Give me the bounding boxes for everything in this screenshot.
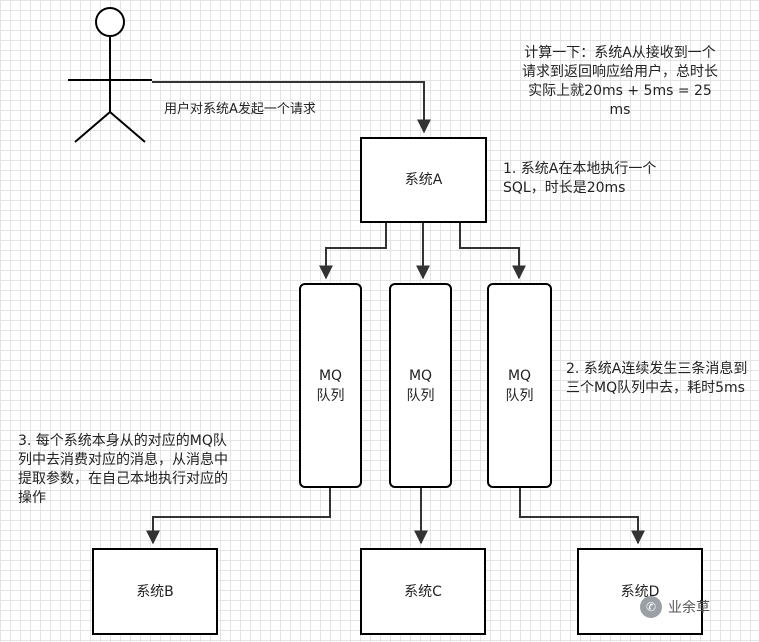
system-a-label: 系统A (404, 172, 443, 188)
system-a-box: 系统A (360, 137, 487, 223)
note-step-3: 3. 每个系统本身从的对应的MQ队列中去消费对应的消息，从消息中提取参数，在自己… (18, 433, 228, 506)
mq-queue-3-line2: 队列 (505, 387, 534, 404)
system-d-box: 系统D (577, 548, 703, 635)
note-total-time: 计算一下：系统A从接收到一个请求到返回响应给用户，总时长实际上就20ms + 5… (522, 45, 718, 118)
mq-queue-2: MQ 队列 (389, 283, 452, 488)
note-step-1: 1. 系统A在本地执行一个SQL，时长是20ms (503, 161, 657, 196)
actor-leg-left (74, 111, 111, 143)
actor-figure (68, 37, 152, 143)
arrow-a-to-mq1 (319, 222, 387, 280)
system-b-box: 系统B (92, 548, 218, 635)
mq-queue-3: MQ 队列 (487, 283, 552, 488)
actor-head (95, 7, 125, 37)
arrow-mq3-to-d (519, 487, 645, 545)
request-label: 用户对系统A发起一个请求 (164, 102, 316, 117)
system-c-label: 系统C (404, 583, 442, 600)
request-arrow (152, 81, 431, 134)
watermark-text: 业余草 (668, 600, 710, 616)
watermark: ✆ 业余草 (640, 596, 710, 618)
mq-queue-1-line1: MQ (318, 367, 343, 384)
mq-queue-1: MQ 队列 (299, 283, 362, 488)
actor-leg-right (109, 111, 146, 143)
system-b-label: 系统B (136, 583, 174, 600)
wechat-icon: ✆ (640, 596, 662, 618)
mq-queue-1-line2: 队列 (316, 387, 345, 404)
note-step-2: 2. 系统A连续发生三条消息到三个MQ队列中去，耗时5ms (566, 361, 748, 396)
system-d-label: 系统D (620, 583, 660, 600)
mq-queue-2-line2: 队列 (406, 387, 435, 404)
arrow-a-to-mq3 (459, 222, 526, 280)
arrow-mq1-to-b (146, 487, 331, 545)
mq-queue-3-line1: MQ (507, 367, 532, 384)
system-c-box: 系统C (360, 548, 486, 635)
mq-queue-2-line1: MQ (408, 367, 433, 384)
